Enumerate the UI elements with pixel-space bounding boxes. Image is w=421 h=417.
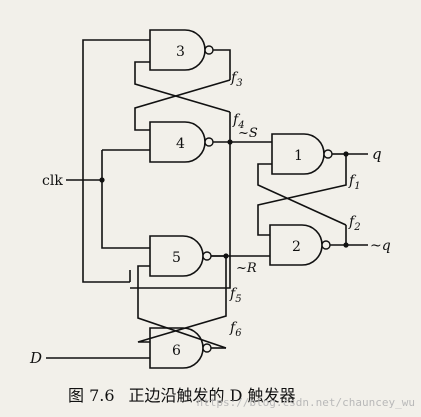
port-labels: clk D q ~q (29, 145, 391, 367)
nand-gate-4: 4 (149, 121, 214, 163)
figure-number: 图 7.6 (68, 386, 115, 405)
watermark-url: https://blog.csdn.net/chauncey_wu (196, 396, 415, 409)
figure-title: 正边沿触发的 D 触发器 (128, 386, 296, 405)
label-clk: clk (42, 173, 63, 189)
nand-gate-1: 1 (271, 133, 333, 175)
gate-2-label: 2 (292, 239, 301, 255)
label-f1: f1 (348, 173, 361, 192)
label-f5: f5 (229, 286, 242, 305)
gate-6-label: 6 (172, 343, 181, 359)
junctions (99, 139, 349, 259)
figure-caption: 图 7.6 正边沿触发的 D 触发器 (68, 382, 368, 406)
gate-1-label: 1 (294, 148, 303, 164)
gate-3-label: 3 (176, 44, 185, 60)
label-f4: f4 (232, 112, 245, 131)
label-f2: f2 (348, 214, 361, 233)
label-not-r: ~R (236, 261, 257, 276)
wires (46, 39, 368, 359)
label-f6: f6 (229, 320, 242, 339)
label-d: D (29, 349, 42, 367)
nand-gate-2: 2 (269, 224, 331, 266)
nand-gate-5: 5 (149, 235, 212, 277)
nand-gate-6: 6 (149, 327, 212, 369)
gate-5-label: 5 (172, 250, 181, 266)
label-not-q: ~q (370, 238, 391, 254)
label-q: q (372, 145, 382, 163)
signal-labels: f3 f4 ~S f1 f2 ~R f5 f6 (229, 70, 361, 339)
label-not-s: ~S (238, 126, 258, 141)
nand-gate-3: 3 (149, 29, 214, 71)
label-f3: f3 (230, 70, 243, 89)
gate-4-label: 4 (176, 136, 185, 152)
